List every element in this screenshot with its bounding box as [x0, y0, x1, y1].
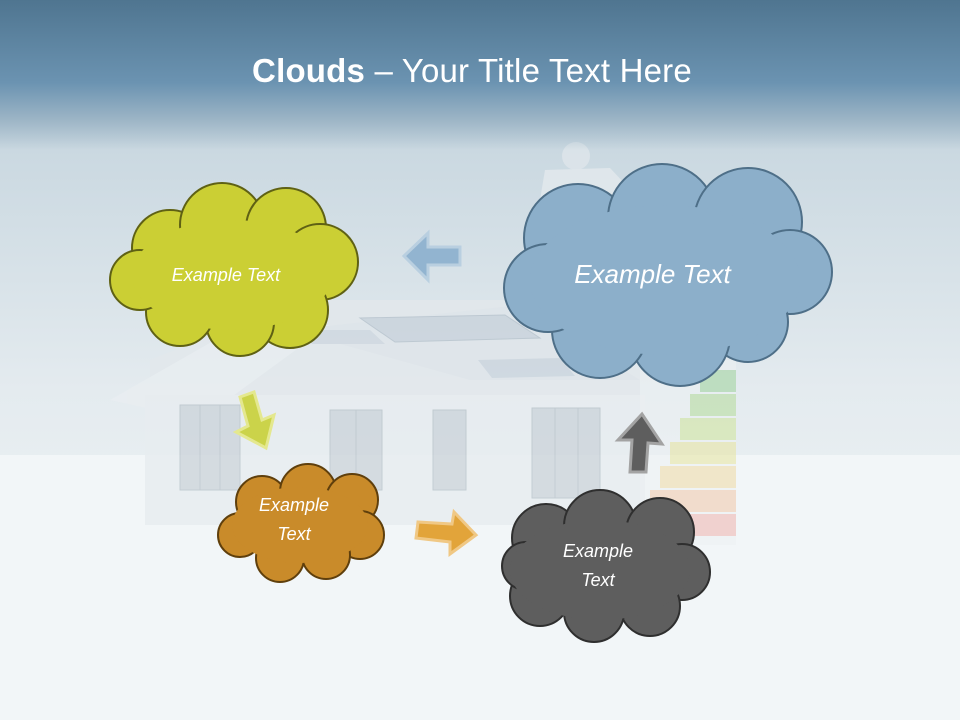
- cloud-gray-label-line2: Text: [581, 570, 615, 590]
- cloud-orange-label-line2: Text: [277, 524, 311, 544]
- yellow-down-arrow: [232, 390, 277, 451]
- cloud-orange-text: Example Text: [230, 490, 358, 550]
- cloud-orange-label-line1: Example: [258, 495, 330, 515]
- cloud-yellow-green-label: Example Text: [171, 264, 281, 285]
- cloud-yellow-green-text: Example Text: [140, 255, 312, 295]
- cloud-blue: [503, 163, 833, 387]
- cloud-gray-label-line1: Example: [562, 541, 634, 561]
- cloud-yellow-green: [109, 182, 359, 357]
- cloud-blue-text: Example Text: [545, 252, 760, 296]
- cloud-orange: [217, 463, 385, 583]
- orange-right-arrow: [414, 508, 479, 557]
- cloud-blue-label: Example Text: [574, 258, 731, 289]
- slide-title-rest: – Your Title Text Here: [365, 52, 692, 89]
- cloud-gray: [501, 489, 711, 643]
- title-bar: [0, 0, 960, 150]
- gray-up-arrow: [614, 411, 665, 474]
- cloud-gray-text: Example Text: [527, 536, 669, 596]
- blue-left-arrow: [401, 229, 462, 284]
- slide-title-bold: Clouds: [252, 52, 366, 89]
- slide-title: Clouds – Your Title Text Here: [0, 52, 944, 90]
